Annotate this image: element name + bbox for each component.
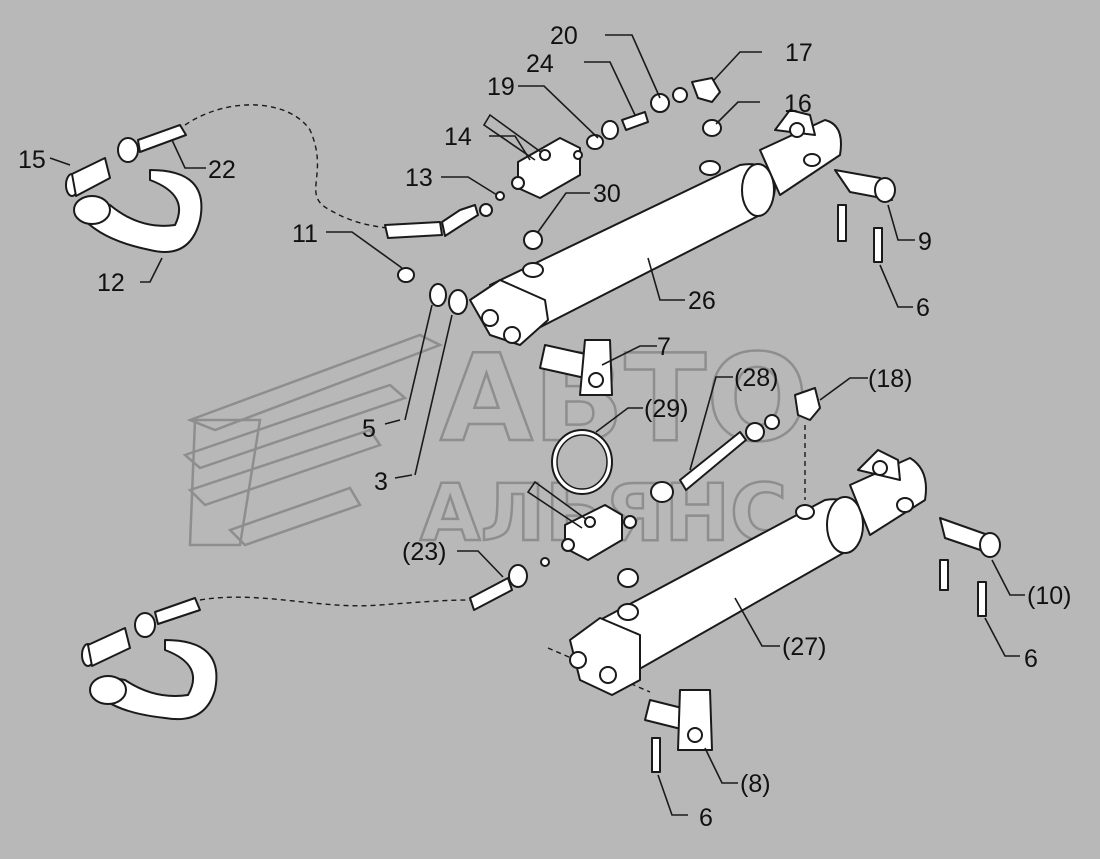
seals-upper [397,267,468,476]
pin-9 [834,169,896,263]
callout-29: (29) [644,395,688,423]
valve-block-14 [482,113,583,199]
callout-7: 7 [657,333,671,361]
hose-28 [650,387,821,503]
callout-19: 19 [487,73,515,101]
callout-6-right: 6 [1024,645,1038,673]
callout-3: 3 [374,468,388,496]
leader-lines [49,34,1025,816]
callout-17: 17 [785,39,813,67]
callout-24: 24 [526,50,554,78]
pin-7 [539,339,613,396]
callout-30: 30 [593,180,621,208]
hose-fitting-upper [384,203,543,250]
quick-coupler-lower [81,597,218,721]
callout-12: 12 [97,269,125,297]
callout-6-upper: 6 [916,294,930,322]
ring-29 [551,429,613,495]
hose-lower-line [199,596,471,607]
fitting-23 [469,557,550,611]
callout-8: (8) [740,770,771,798]
quick-coupler-upper [65,124,203,253]
callout-14: 14 [444,123,472,151]
watermark-line1: АВТО [440,330,808,469]
pin-10 [939,517,1001,617]
callout-26: 26 [688,287,716,315]
callout-27: (27) [782,633,826,661]
hydraulic-cylinder-26 [469,109,842,346]
callout-10: (10) [1027,582,1071,610]
callout-20: 20 [550,22,578,50]
callout-11: 11 [292,220,318,248]
callout-15: 15 [18,146,46,174]
callout-23: (23) [402,538,446,566]
callout-6-lower: 6 [699,804,713,832]
callout-16: 16 [784,90,812,118]
callout-9: 9 [918,228,932,256]
pin-8 [644,689,713,773]
callout-22: 22 [208,156,236,184]
valve-block-lower [526,480,637,561]
callout-28: (28) [734,364,778,392]
hose-upper-line [184,104,389,229]
watermark-logo [182,333,444,547]
hydraulic-cylinder-27 [569,449,927,696]
callout-13: 13 [405,164,433,192]
fittings-upper [495,77,722,201]
callout-18: (18) [868,365,912,393]
callout-5: 5 [362,415,376,443]
